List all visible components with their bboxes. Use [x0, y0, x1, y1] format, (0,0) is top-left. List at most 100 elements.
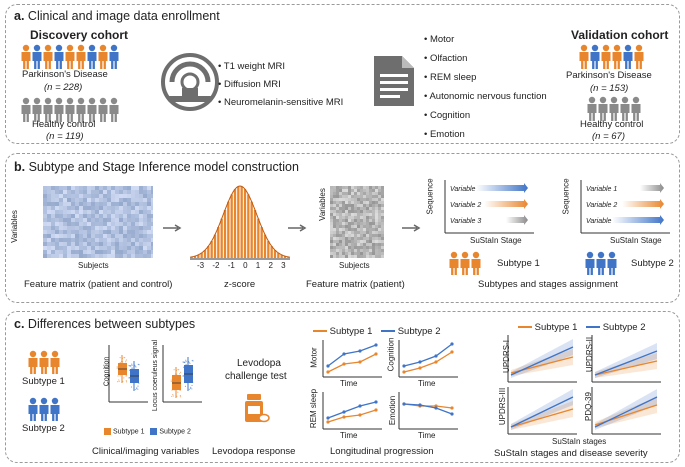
- subtype2-people-icon: [28, 397, 60, 421]
- sustain2-xlabel: SuStaIn Stage: [610, 236, 662, 245]
- long-ylabel-motor: Motor: [309, 347, 319, 368]
- legend-swatch: [104, 428, 111, 435]
- mri-item: • Neuromelanin-sensitive MRI: [218, 97, 344, 108]
- matrix2-ylabel: Variables: [317, 188, 327, 221]
- longitudinal-motor: [322, 340, 382, 378]
- matrix1-xlabel: Subjects: [78, 261, 109, 270]
- sustain-subtype1-sequence: Variable 1 Variable 2 Variable 3: [444, 180, 534, 234]
- discovery-hc-n: (n = 119): [46, 131, 84, 142]
- legend-line: [518, 326, 532, 329]
- clinical-item: • Motor: [424, 34, 455, 45]
- longitudinal-cognition: [398, 340, 458, 378]
- discovery-hc-people-icon: [21, 97, 119, 122]
- boxplot-locus-coeruleus: [162, 345, 202, 403]
- boxplot-ylabel-lc: Locus coeruleus signal: [152, 339, 160, 412]
- validation-hc-label: Healthy control: [580, 119, 644, 130]
- zscore-caption: z-score: [224, 279, 256, 290]
- svg-text:Variable 3: Variable 3: [450, 218, 481, 225]
- zscore-ticks: -3 -2 -1 0 1 2 3: [197, 261, 286, 270]
- subtype2-people-icon: [585, 251, 617, 275]
- discovery-hc-label: Healthy control: [32, 119, 96, 130]
- long-xlabel: Time: [340, 379, 358, 388]
- panel-c: [5, 311, 680, 463]
- clinical-list: • Motor • Olfaction • REM sleep • Autono…: [424, 30, 547, 144]
- severity-updrs-iii: [507, 387, 577, 435]
- panel-c-subtype2-label: Subtype 2: [22, 423, 65, 434]
- svg-text:Variable 3: Variable 3: [586, 218, 617, 225]
- long-xlabel: Time: [340, 431, 358, 440]
- panel-a: [5, 4, 680, 144]
- matrix1-caption: Feature matrix (patient and control): [24, 279, 173, 290]
- legend-line: [313, 330, 327, 333]
- severity-pdq-39: [591, 387, 661, 435]
- svg-text:Variable 2: Variable 2: [586, 202, 617, 209]
- long-ylabel-rem: REM sleep: [309, 388, 319, 429]
- validation-hc-n: (n = 67): [592, 131, 626, 142]
- levodopa-title-2: challenge test: [225, 371, 287, 382]
- clinical-item: • Olfaction: [424, 53, 468, 64]
- validation-hc-people-icon: [587, 96, 641, 121]
- svg-text:Variable 2: Variable 2: [450, 202, 481, 209]
- validation-pd-people-icon: [579, 44, 644, 69]
- long-xlabel: Time: [418, 379, 436, 388]
- boxplot-cognition: [108, 345, 148, 403]
- sustain1-xlabel: SuStaIn Stage: [470, 236, 522, 245]
- panel-a-title: a. Clinical and image data enrollment: [14, 9, 220, 23]
- mri-list: • T1 weight MRI • Diffusion MRI • Neurom…: [218, 61, 343, 108]
- matrix1-ylabel: Variables: [9, 210, 19, 243]
- longitudinal-rem-sleep: [322, 392, 382, 430]
- validation-cohort-title: Validation cohort: [571, 28, 669, 42]
- longitudinal-legend: Subtype 1 Subtype 2: [313, 326, 441, 337]
- long-ylabel-emotion: Emotion: [388, 395, 398, 426]
- svg-text:Variable 1: Variable 1: [586, 186, 617, 193]
- subtype1-label: Subtype 1: [497, 258, 540, 269]
- validation-pd-n: (n = 153): [590, 83, 629, 94]
- severity-updrs-ii: [591, 335, 661, 383]
- discovery-pd-label: Parkinson's Disease: [22, 69, 108, 80]
- matrix2-caption: Feature matrix (patient): [306, 279, 405, 290]
- legend-swatch: [150, 428, 158, 435]
- panel-b: [5, 153, 680, 303]
- arrow-icon: [402, 224, 421, 232]
- legend-line: [586, 326, 601, 329]
- long-xlabel: Time: [418, 431, 436, 440]
- boxplot-caption: Clinical/imaging variables: [92, 446, 200, 457]
- subtype2-label: Subtype 2: [631, 258, 674, 269]
- severity-caption: SuStaIn stages and disease severity: [494, 448, 648, 459]
- medicine-bottle-icon: [245, 394, 270, 423]
- clinical-item: • REM sleep: [424, 72, 477, 83]
- document-icon: [374, 56, 414, 106]
- clinical-item: • Cognition: [424, 110, 471, 121]
- mri-item: • T1 weight MRI: [218, 61, 286, 72]
- clinical-item: • Emotion: [424, 129, 465, 140]
- sev-ylabel-updrs3: UPDRS-III: [498, 387, 508, 426]
- legend-line: [381, 330, 396, 333]
- sustain-caption: Subtypes and stages assignment: [478, 279, 618, 290]
- panel-c-subtype1-label: Subtype 1: [22, 376, 65, 387]
- sustain2-ylabel: Sequence: [561, 178, 571, 215]
- feature-matrix-patient-control: [43, 186, 153, 258]
- feature-matrix-patient: [330, 186, 384, 258]
- longitudinal-emotion: [398, 392, 458, 430]
- sustain1-ylabel: Sequence: [425, 178, 435, 215]
- arrow-icon: [163, 224, 182, 232]
- discovery-cohort-title: Discovery cohort: [30, 28, 129, 42]
- panel-b-title: b. Subtype and Stage Inference model con…: [14, 160, 299, 174]
- severity-updrs-i: [507, 335, 577, 383]
- matrix2-xlabel: Subjects: [339, 261, 370, 270]
- panel-c-title: c. Differences between subtypes: [14, 317, 196, 331]
- svg-text:Variable 1: Variable 1: [450, 186, 481, 193]
- mri-item: • Diffusion MRI: [218, 79, 281, 90]
- boxplot-legend: Subtype 1 Subtype 2: [104, 428, 191, 435]
- levodopa-caption: Levodopa response: [212, 446, 296, 457]
- arrow-icon: [288, 224, 307, 232]
- sustain-subtype2-sequence: Variable 1 Variable 2 Variable 3: [580, 180, 670, 234]
- subtype1-people-icon: [28, 350, 60, 374]
- longitudinal-caption: Longitudinal progression: [330, 446, 434, 457]
- mri-scanner-icon: [161, 53, 219, 111]
- subtype1-people-icon: [449, 251, 481, 275]
- severity-legend: Subtype 1 Subtype 2: [518, 322, 646, 333]
- long-ylabel-cognition: Cognition: [386, 337, 396, 372]
- validation-pd-label: Parkinson's Disease: [566, 70, 652, 81]
- discovery-pd-n: (n = 228): [44, 82, 83, 93]
